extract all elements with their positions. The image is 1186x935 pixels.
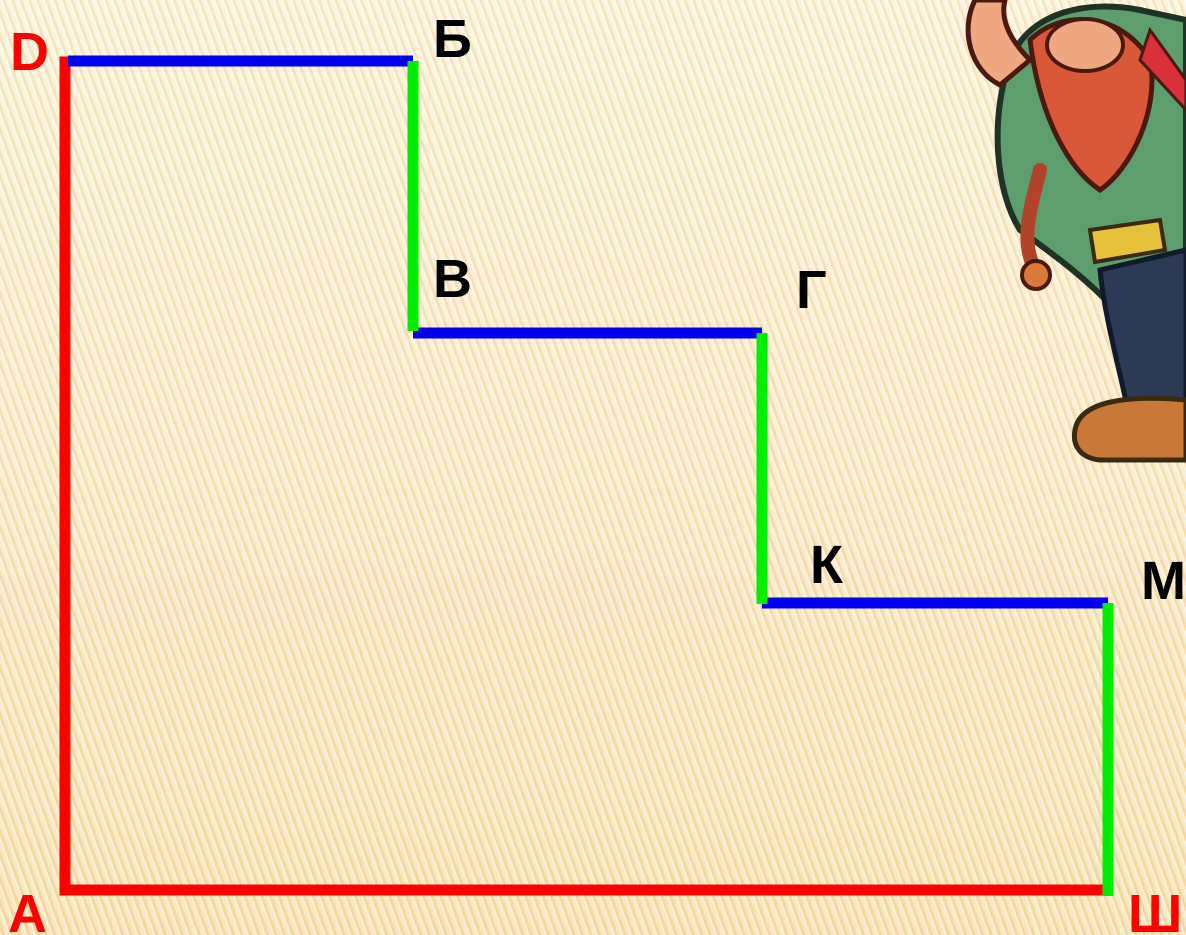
vertex-label-B: Б bbox=[433, 9, 472, 69]
dwarf-illustration-icon bbox=[965, 0, 1186, 463]
vertex-label-Sh: Ш bbox=[1128, 884, 1182, 935]
vertex-label-D: D bbox=[10, 22, 49, 82]
vertex-label-K: К bbox=[810, 535, 844, 595]
vertex-label-V: В bbox=[433, 249, 472, 309]
vertex-label-M: М bbox=[1141, 551, 1186, 611]
vertex-label-G: Г bbox=[796, 260, 827, 320]
vertex-label-A: А bbox=[8, 884, 47, 935]
